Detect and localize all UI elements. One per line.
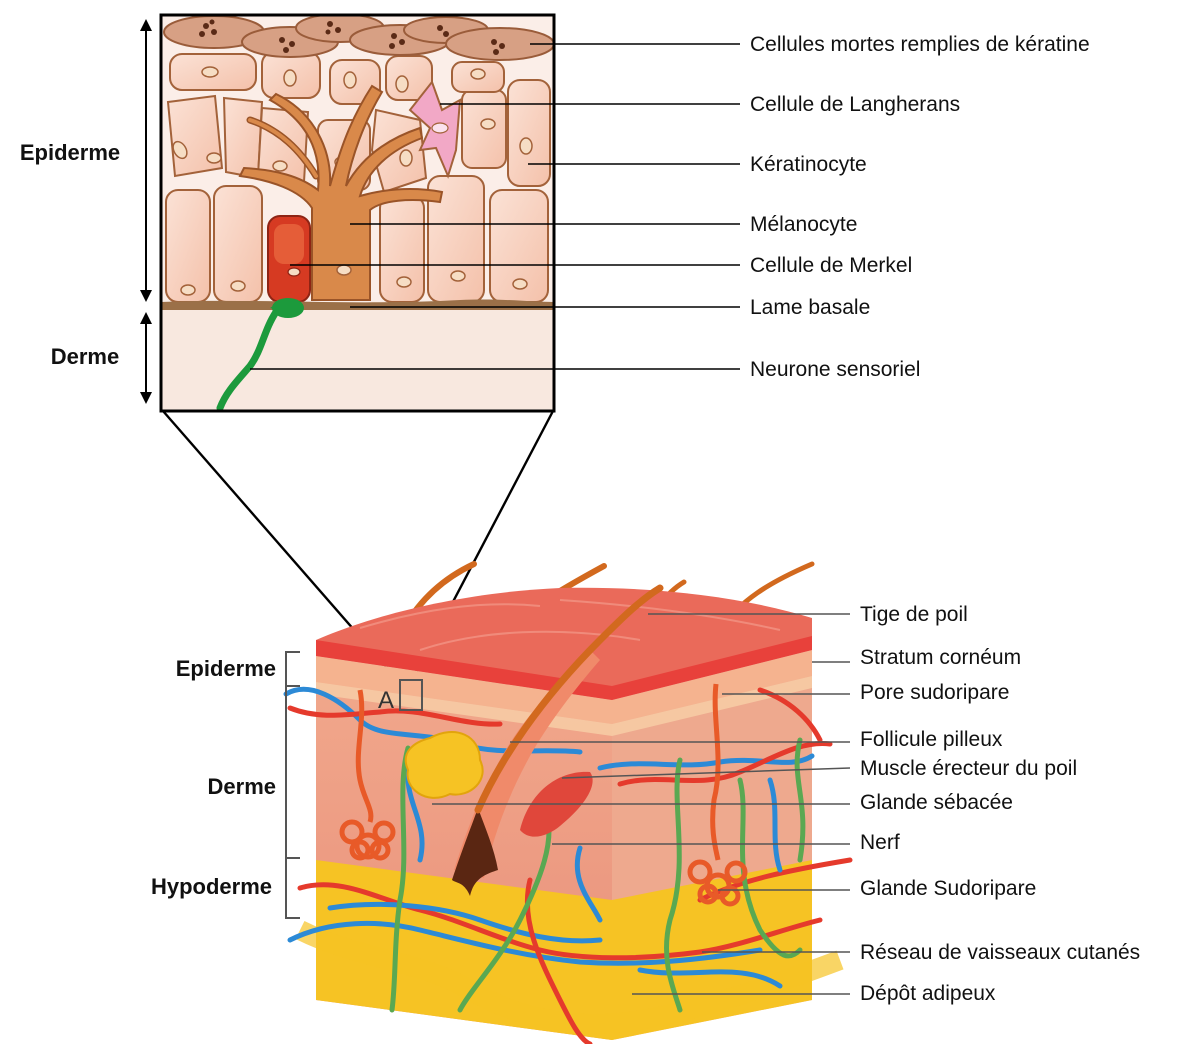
label-basal-lamina: Lame basale — [750, 296, 870, 319]
label-erector-muscle: Muscle érecteur du poil — [860, 757, 1077, 780]
label-nerve: Nerf — [860, 831, 900, 854]
label-merkel-cell: Cellule de Merkel — [750, 254, 912, 277]
label-keratinocyte: Kératinocyte — [750, 153, 867, 176]
label-sensory-neuron: Neurone sensoriel — [750, 358, 920, 381]
zoom-epiderme-label: Epiderme — [20, 140, 120, 165]
zoom-panel — [161, 14, 554, 411]
label-sweat-pore: Pore sudoripare — [860, 681, 1009, 704]
label-adipose-deposit: Dépôt adipeux — [860, 982, 996, 1005]
label-stratum-corneum: Stratum cornéum — [860, 646, 1021, 669]
label-dead-keratin-cells: Cellules mortes remplies de kératine — [750, 33, 1090, 56]
sebaceous-gland — [406, 732, 483, 798]
label-sebaceous-gland: Glande sébacée — [860, 791, 1013, 814]
label-melanocyte: Mélanocyte — [750, 213, 857, 236]
label-langerhans-cell: Cellule de Langherans — [750, 93, 960, 116]
zoom-region-marker: A — [378, 687, 394, 714]
zoom-labels: Cellules mortes remplies de kératine Cel… — [750, 33, 1090, 381]
dermis-area — [161, 305, 554, 411]
label-hair-shaft: Tige de poil — [860, 603, 968, 626]
zoom-derme-label: Derme — [51, 344, 119, 369]
label-sweat-gland: Glande Sudoripare — [860, 877, 1036, 900]
label-vessel-network: Réseau de vaisseaux cutanés — [860, 941, 1140, 964]
block-epiderme-label: Epiderme — [176, 656, 276, 681]
label-hair-follicle: Follicule pilleux — [860, 728, 1003, 751]
block-labels: Tige de poil Stratum cornéum Pore sudori… — [860, 603, 1140, 1005]
block-hypoderme-label: Hypoderme — [151, 874, 272, 899]
block-derme-label: Derme — [208, 774, 276, 799]
merkel-cell — [268, 216, 310, 302]
